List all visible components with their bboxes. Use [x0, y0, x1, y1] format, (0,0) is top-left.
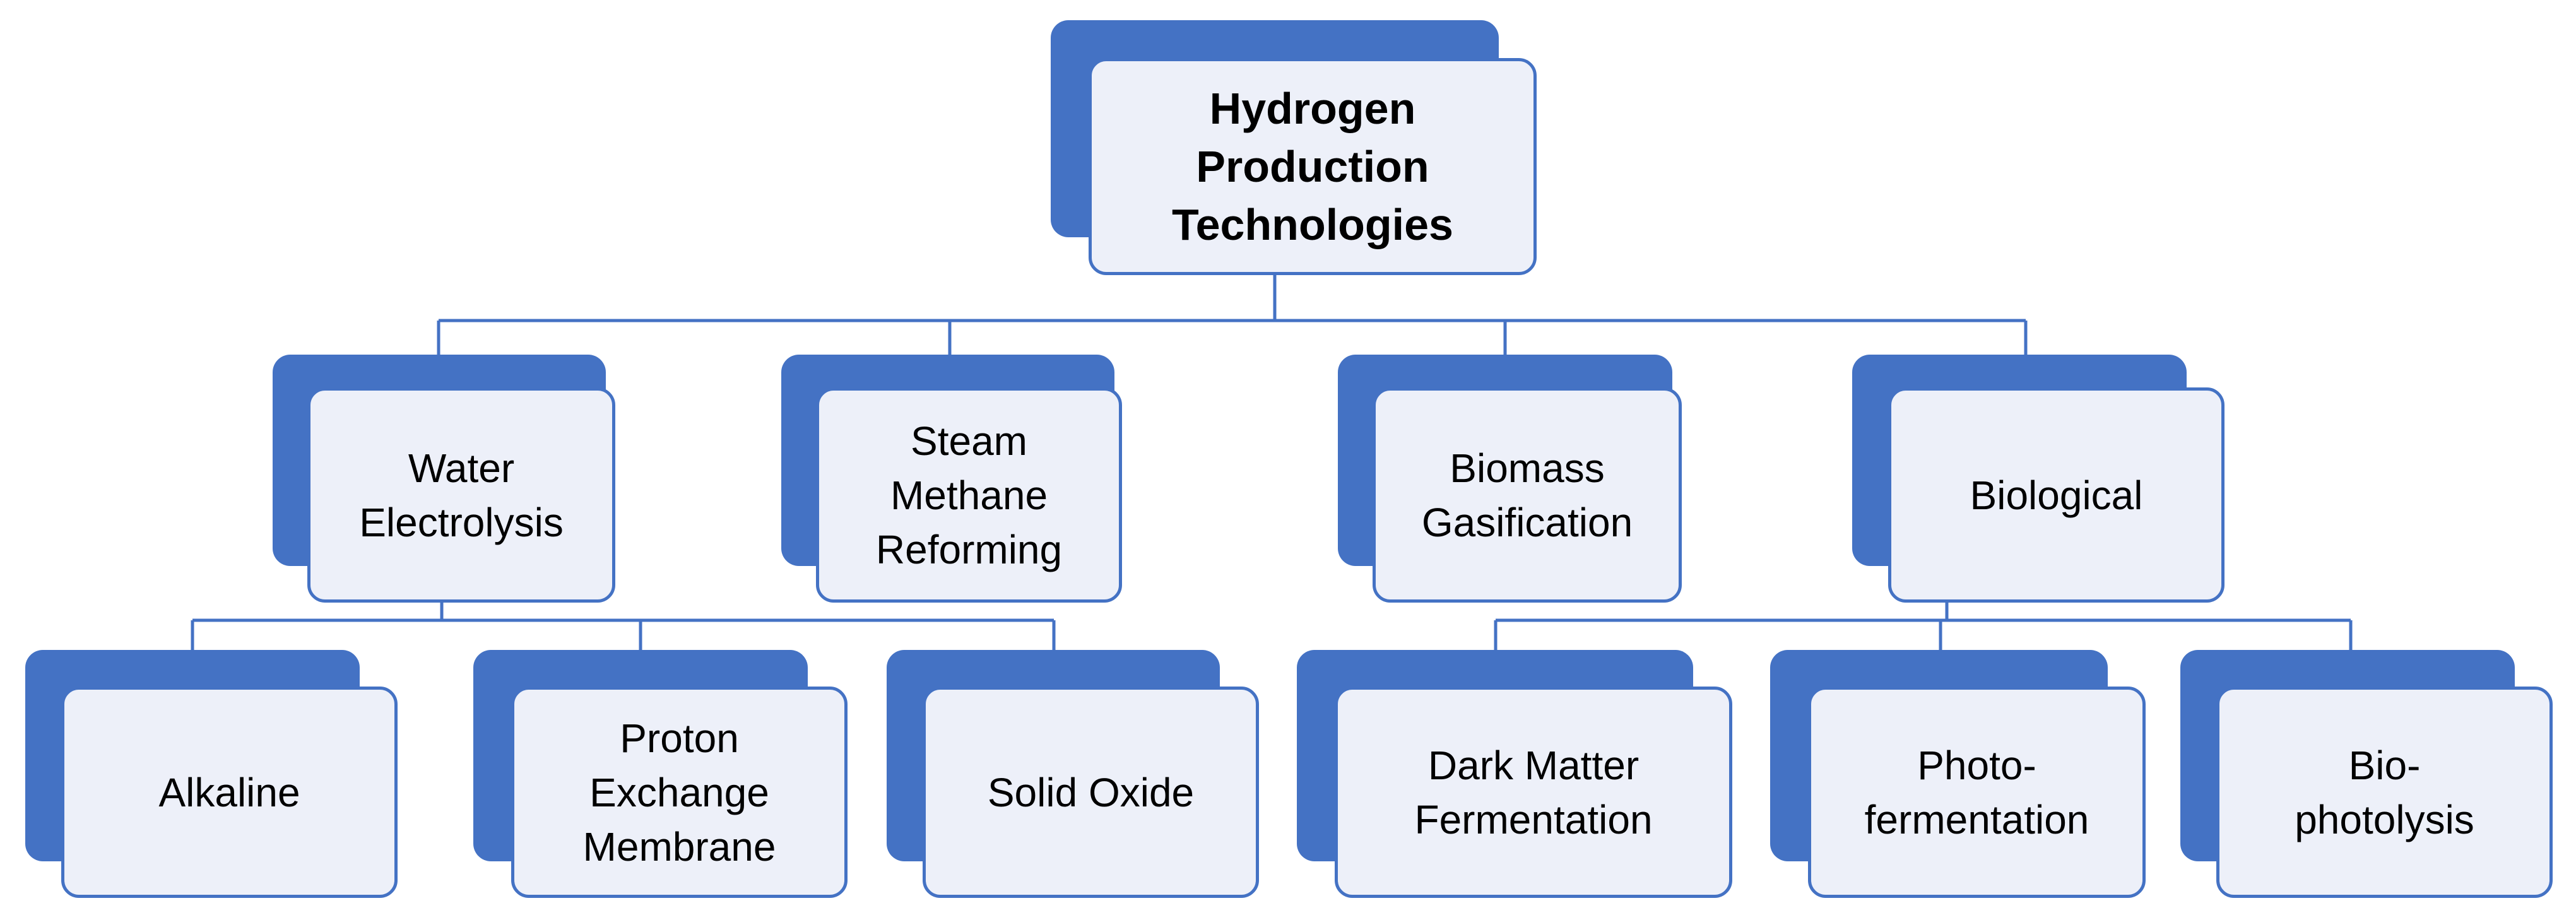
node-box: Steam Methane Reforming	[816, 387, 1122, 603]
node-label: Hydrogen Production Technologies	[1172, 84, 1453, 249]
node-biomass-gasification: Biomass Gasification	[1338, 355, 1682, 603]
node-box: Solid Oxide	[923, 687, 1259, 898]
node-box: Proton Exchange Membrane	[511, 687, 848, 898]
node-proton-exchange-membrane: Proton Exchange Membrane	[473, 650, 848, 898]
node-box: Photo- fermentation	[1808, 687, 2146, 898]
node-label: Dark Matter Fermentation	[1414, 742, 1653, 842]
node-box: Alkaline	[61, 687, 398, 898]
node-photo-fermentation: Photo- fermentation	[1770, 650, 2146, 898]
node-box: Hydrogen Production Technologies	[1089, 58, 1537, 275]
node-label: Solid Oxide	[987, 769, 1195, 815]
node-label: Steam Methane Reforming	[875, 418, 1063, 572]
node-biological: Biological	[1852, 355, 2224, 603]
node-steam-methane-reforming: Steam Methane Reforming	[781, 355, 1122, 603]
node-label: Photo- fermentation	[1864, 742, 2089, 842]
node-label: Water Electrolysis	[359, 445, 564, 545]
node-box: Biomass Gasification	[1373, 387, 1682, 603]
node-label: Biomass Gasification	[1421, 445, 1633, 545]
node-dark-matter-fermentation: Dark Matter Fermentation	[1297, 650, 1732, 898]
node-alkaline: Alkaline	[25, 650, 398, 898]
node-label: Biological	[1970, 472, 2143, 518]
node-label: Proton Exchange Membrane	[582, 715, 776, 870]
node-box: Dark Matter Fermentation	[1335, 687, 1732, 898]
node-hydrogen-production-technologies: Hydrogen Production Technologies	[1051, 20, 1537, 275]
node-solid-oxide: Solid Oxide	[887, 650, 1259, 898]
node-label: Bio- photolysis	[2295, 742, 2474, 842]
node-box: Water Electrolysis	[307, 387, 615, 603]
node-label: Alkaline	[158, 769, 300, 815]
node-box: Biological	[1888, 387, 2224, 603]
node-water-electrolysis: Water Electrolysis	[273, 355, 615, 603]
node-box: Bio- photolysis	[2216, 687, 2553, 898]
node-bio-photolysis: Bio- photolysis	[2180, 650, 2553, 898]
